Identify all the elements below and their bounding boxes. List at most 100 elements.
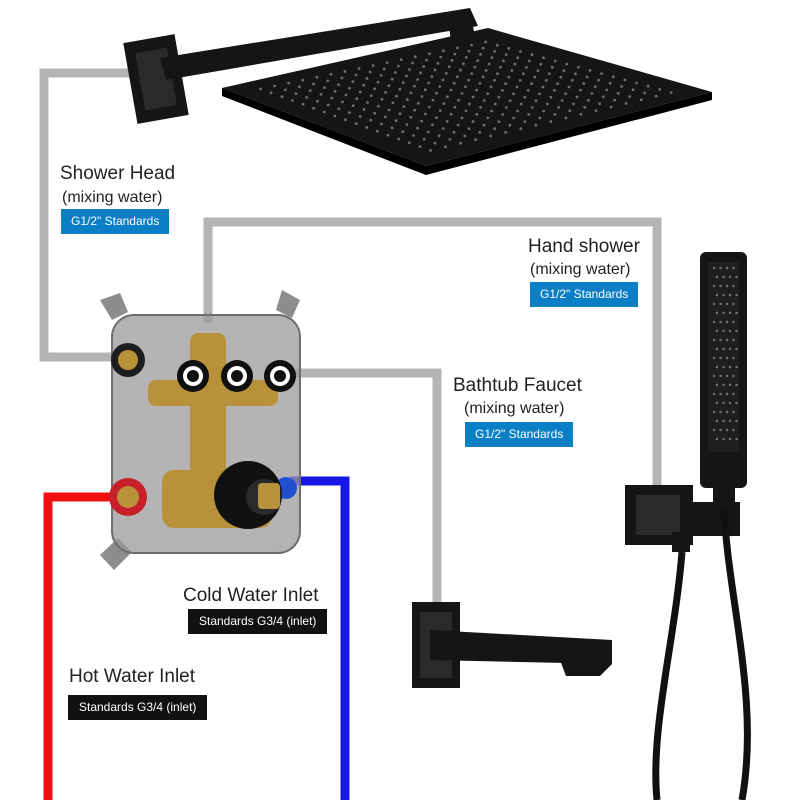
nozzle-dot: [340, 76, 344, 80]
shower-arm-bar: [160, 8, 478, 80]
nozzle-dot: [351, 104, 355, 107]
hand-nozzle-dot: [728, 365, 732, 369]
nozzle-dot: [386, 133, 390, 137]
nozzle-dot: [344, 118, 347, 122]
nozzle-dot: [519, 50, 522, 53]
nozzle-dot: [486, 92, 490, 96]
nozzle-dot: [424, 112, 427, 116]
nozzle-dot: [416, 126, 419, 130]
nozzle-dot: [522, 72, 525, 76]
nozzle-dot: [399, 58, 403, 61]
nozzle-dot: [624, 102, 628, 105]
nozzle-dot: [358, 115, 362, 118]
nozzle-dot: [646, 84, 650, 88]
hand-nozzle-dot: [725, 338, 729, 342]
nozzle-dot: [405, 74, 408, 78]
nozzle-dot: [405, 123, 409, 126]
bathtub-faucet-standard-badge: G1/2" Standards: [465, 422, 574, 447]
nozzle-dot: [557, 106, 560, 109]
nozzle-dot: [490, 56, 494, 59]
hand-nozzle-dot: [732, 266, 735, 270]
nozzle-dot: [442, 49, 445, 53]
nozzle-dot: [579, 112, 583, 116]
nozzle-dot: [513, 62, 517, 66]
nozzle-dot: [354, 122, 358, 125]
hand-nozzle-dot: [712, 320, 716, 324]
nozzle-dot: [542, 56, 545, 60]
nozzle-dot: [562, 69, 566, 72]
hand-nozzle-dot: [732, 284, 735, 288]
hand-nozzle-dot: [735, 401, 738, 405]
hand-nozzle-dot: [725, 410, 729, 414]
nozzle-dot: [429, 149, 432, 152]
nozzle-dot: [442, 102, 446, 105]
hand-nozzle-dot: [732, 356, 735, 360]
hand-nozzle-dot: [715, 347, 719, 351]
nozzle-dot: [259, 87, 262, 91]
nozzle-dot: [284, 88, 287, 92]
nozzle-dot: [518, 79, 522, 82]
nozzle-dot: [341, 100, 344, 104]
hand-nozzle-dot: [719, 284, 722, 288]
nozzle-dot: [329, 72, 333, 76]
hand-nozzle-dot: [725, 374, 729, 378]
nozzle-dot: [478, 130, 482, 134]
nozzle-dot: [587, 99, 590, 102]
nozzle-dot: [547, 72, 551, 76]
nozzle-dot: [412, 84, 416, 88]
nozzle-dot: [493, 78, 496, 82]
hand-nozzle-dot: [735, 311, 738, 315]
nozzle-dot: [572, 102, 575, 106]
mixing-valve: [100, 290, 301, 570]
nozzle-dot: [567, 85, 571, 89]
nozzle-dot: [423, 88, 427, 92]
nozzle-dot: [333, 89, 337, 93]
nozzle-dot: [319, 93, 323, 96]
nozzle-dot: [301, 102, 305, 106]
nozzle-dot: [611, 75, 615, 79]
nozzle-dot: [376, 129, 379, 133]
nozzle-dot: [516, 56, 520, 60]
nozzle-dot: [428, 52, 431, 56]
nozzle-dot: [497, 120, 501, 123]
nozzle-dot: [574, 72, 577, 76]
hand-nozzle-dot: [735, 419, 738, 423]
nozzle-dot: [298, 85, 301, 89]
hand-nozzle-dot: [722, 401, 725, 405]
hand-nozzle-dot: [712, 338, 716, 342]
nozzle-dot: [479, 53, 482, 56]
nozzle-dot: [505, 106, 508, 109]
nozzle-dot: [467, 78, 470, 82]
hand-nozzle-dot: [712, 266, 716, 270]
hand-nozzle-dot: [722, 275, 725, 279]
hand-nozzle-dot: [728, 329, 732, 333]
nozzle-dot: [476, 59, 480, 63]
hand-nozzle-dot: [715, 329, 719, 333]
nozzle-dot: [427, 105, 431, 109]
nozzle-dot: [669, 91, 673, 94]
nozzle-dot: [312, 82, 315, 86]
nozzle-dot: [639, 98, 643, 102]
nozzle-dot: [565, 62, 569, 66]
hand-shower-standard-badge: G1/2" Standards: [530, 282, 639, 307]
hand-nozzle-dot: [722, 365, 725, 369]
hand-nozzle-dot: [722, 311, 725, 315]
hand-nozzle-dot: [735, 329, 738, 333]
nozzle-dot: [437, 134, 441, 138]
nozzle-dot: [605, 88, 609, 92]
nozzle-dot: [481, 75, 485, 79]
hand-nozzle-dot: [732, 320, 735, 324]
nozzle-dot: [456, 123, 460, 127]
hand-nozzle-dot: [715, 419, 719, 423]
nozzle-dot: [456, 46, 459, 50]
nozzle-dot: [467, 127, 471, 130]
nozzle-dot: [601, 95, 605, 99]
nozzle-dot: [435, 91, 438, 95]
nozzle-dot: [523, 120, 527, 123]
hand-nozzle-dot: [715, 311, 719, 315]
nozzle-dot: [416, 78, 419, 81]
nozzle-dot: [357, 67, 361, 70]
nozzle-dot: [396, 64, 400, 68]
nozzle-dot: [441, 127, 445, 130]
nozzle-dot: [531, 106, 534, 109]
